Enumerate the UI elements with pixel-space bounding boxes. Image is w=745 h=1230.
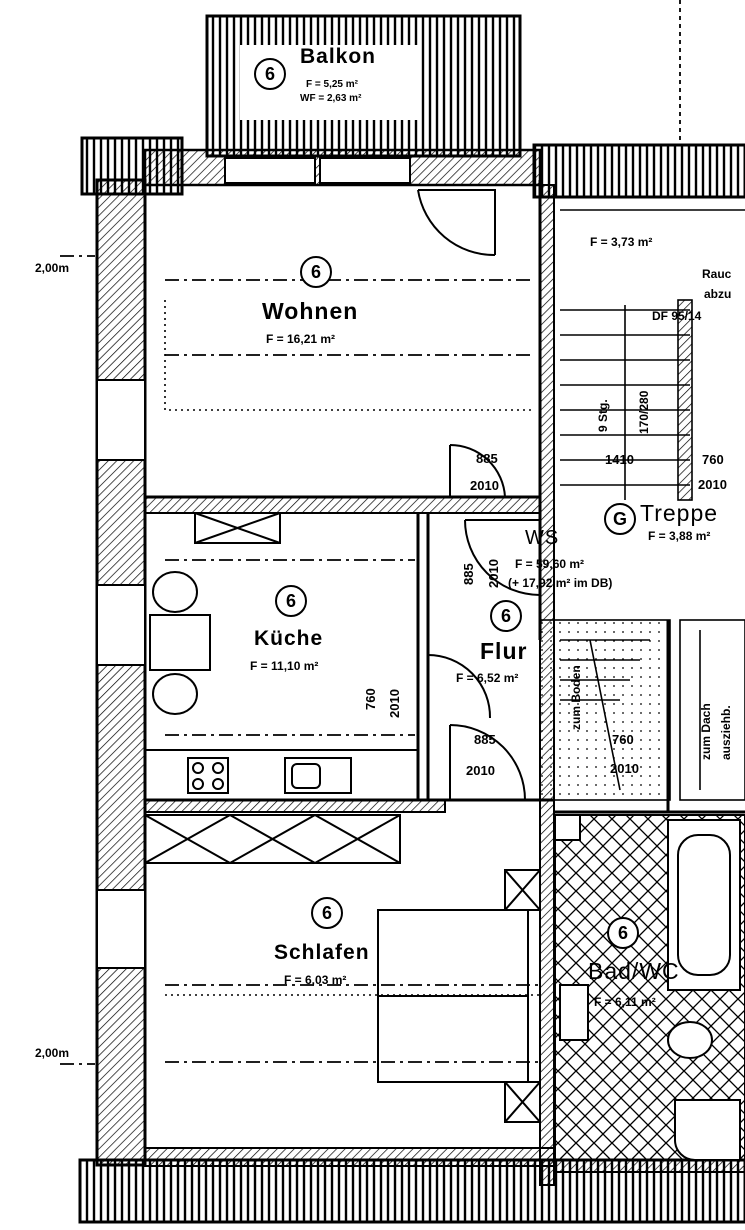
bad-mark: 6 [607,917,639,949]
stair-left-note: zum Boden [569,665,583,730]
ws-area: F = 59,60 m² [515,557,585,571]
wohnen-door-height: 2010 [470,478,499,493]
ws-name: WS [525,527,560,549]
smoke-note-3: DF 95/14 [652,309,702,323]
kitchen-furniture [144,512,419,801]
kueche-area: F = 11,10 m² [250,659,319,673]
ws-door-height: 2010 [486,559,501,588]
flur-door-height: 2010 [466,763,495,778]
treppe-area: F = 3,88 m² [648,529,711,543]
lower-door-width: 760 [612,732,634,747]
wohnen-mark: 6 [300,256,332,288]
bad-name: Bad/WC [588,958,680,984]
flur-area: F = 6,52 m² [456,671,519,685]
stair-door-height: 2010 [698,477,727,492]
balkon-mark: 6 [254,58,286,90]
schlafen-mark: 6 [311,897,343,929]
lower-door-height: 2010 [610,761,639,776]
roof-edge-top-right [532,143,745,199]
doors [417,189,541,801]
schlafen-name: Schlafen [274,941,370,964]
smoke-note-2: abzu [704,287,732,301]
flur-mark: 6 [490,600,522,632]
stair-length: 1410 [605,452,634,467]
level-mark-top: 2,00m [35,261,70,275]
staircase [539,209,745,801]
wohnen-area: F = 16,21 m² [266,332,336,346]
wohnen-door-width: 885 [476,451,498,466]
balkon-area: F = 5,25 m² [306,79,358,90]
schlafen-area: F = 6,03 m² [284,973,347,987]
landing-area: F = 3,73 m² [590,235,653,249]
left-windows [96,379,146,969]
ws-note: (+ 17,92 m² im DB) [508,576,613,590]
kueche-mark: 6 [275,585,307,617]
stair-steps: 9 Stg. [596,399,610,432]
kueche-door-width: 760 [363,688,378,710]
flur-name: Flur [480,638,528,664]
treppe-mark: G [604,503,636,535]
bad-area: F = 6,11 m² [594,995,656,1009]
kueche-name: Küche [254,627,324,650]
stair-door-width: 760 [702,452,724,467]
ws-door-width: 885 [461,563,476,585]
stair-ratio: 170/280 [637,390,651,434]
wohnen-name: Wohnen [262,298,359,324]
balkon-wf: WF = 2,63 m² [300,93,362,104]
flur-door-width: 885 [474,732,496,747]
stair-right-note-2: ausziehb. [719,705,733,760]
level-mark-bottom: 2,00m [35,1046,70,1060]
smoke-note-1: Rauc [702,267,732,281]
treppe-name: Treppe [640,500,719,526]
slope-lines [60,0,681,1065]
bedroom-furniture [144,814,541,1123]
balkon-name: Balkon [300,45,377,68]
kueche-door-height: 2010 [387,689,402,718]
balcony [205,14,522,158]
bathroom [554,814,745,1161]
stair-right-note-1: zum Dach [699,703,713,760]
